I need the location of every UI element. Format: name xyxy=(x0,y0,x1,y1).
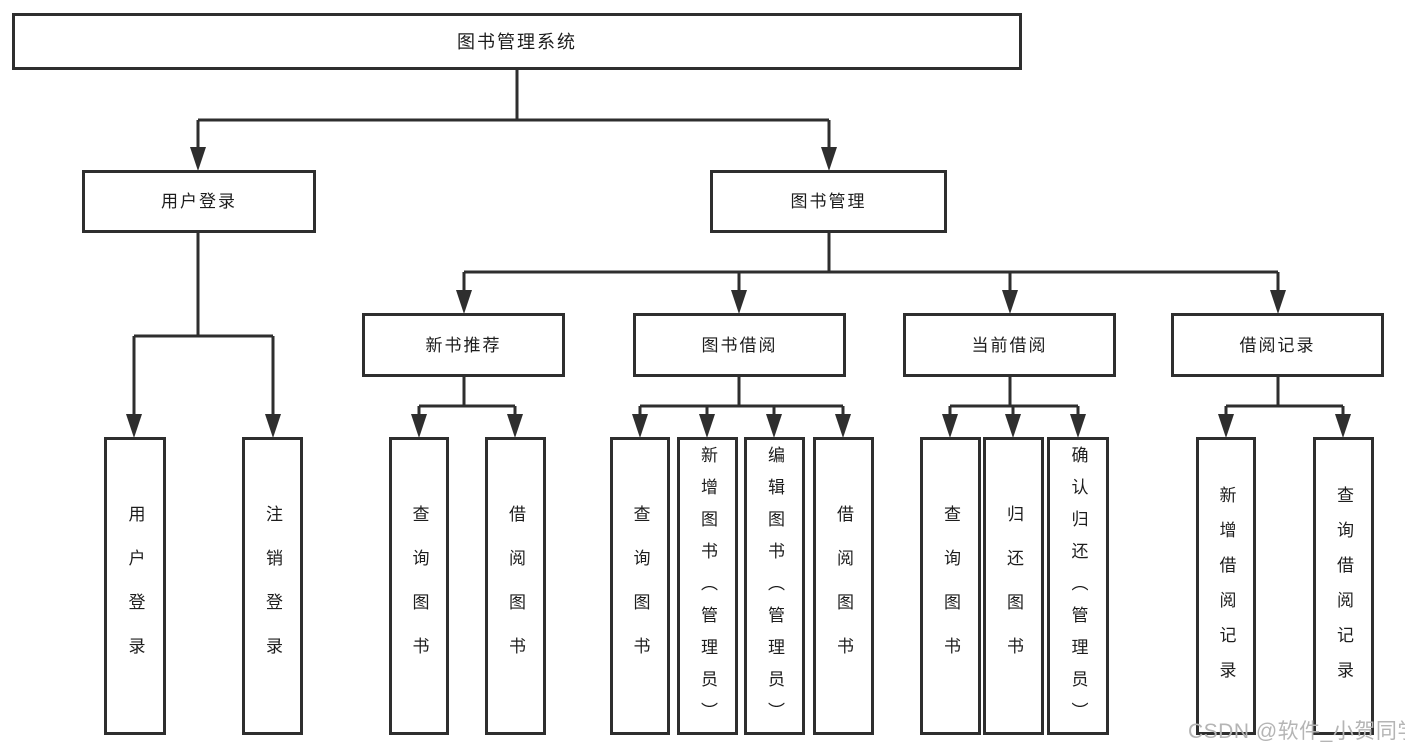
arrow-head-icon xyxy=(1002,290,1018,314)
arrow-head-icon xyxy=(1218,414,1234,438)
node-borrow-records: 借阅记录 xyxy=(1171,313,1384,377)
watermark: CSDN @软件_小贺同学 xyxy=(1188,720,1405,743)
node-root: 图书管理系统 xyxy=(12,13,1022,70)
node-label: 确认归还（管理员） xyxy=(1068,446,1088,734)
node-label: 当前借阅 xyxy=(971,335,1048,355)
node-label: 查询借阅记录 xyxy=(1334,485,1353,696)
node-leaf-borrow-books-recommend: 借阅图书 xyxy=(485,437,546,735)
node-leaf-return-books: 归还图书 xyxy=(983,437,1044,735)
node-leaf-query-books-recommend: 查询图书 xyxy=(389,437,449,735)
arrow-head-icon xyxy=(835,414,851,438)
node-label: 用户登录 xyxy=(125,505,145,681)
node-user-login-module: 用户登录 xyxy=(82,170,316,233)
arrow-head-icon xyxy=(632,414,648,438)
arrow-head-icon xyxy=(1005,414,1021,438)
arrow-head-icon xyxy=(190,147,206,171)
arrow-head-icon xyxy=(766,414,782,438)
arrow-head-icon xyxy=(731,290,747,314)
node-leaf-query-books-borrow: 查询图书 xyxy=(610,437,670,735)
node-leaf-borrow-books-borrow: 借阅图书 xyxy=(813,437,874,735)
node-label: 新增图书（管理员） xyxy=(698,446,717,734)
arrow-head-icon xyxy=(1335,414,1351,438)
arrow-head-icon xyxy=(265,414,281,438)
arrow-head-icon xyxy=(507,414,523,438)
node-label: 查询图书 xyxy=(630,505,650,681)
node-leaf-add-borrow-record: 新增借阅记录 xyxy=(1196,437,1256,735)
node-label: 图书管理系统 xyxy=(457,31,577,52)
node-leaf-query-borrow-record: 查询借阅记录 xyxy=(1313,437,1374,735)
node-book-borrow: 图书借阅 xyxy=(633,313,846,377)
node-leaf-edit-books-admin: 编辑图书（管理员） xyxy=(744,437,805,735)
node-label: 编辑图书（管理员） xyxy=(765,446,784,734)
node-leaf-query-books-current: 查询图书 xyxy=(920,437,981,735)
node-label: 新书推荐 xyxy=(425,335,502,355)
node-label: 查询图书 xyxy=(941,505,960,681)
node-label: 图书管理 xyxy=(790,192,867,211)
node-label: 图书借阅 xyxy=(701,335,778,355)
arrow-head-icon xyxy=(126,414,142,438)
node-label: 新增借阅记录 xyxy=(1216,485,1236,696)
arrow-head-icon xyxy=(699,414,715,438)
arrow-head-icon xyxy=(821,147,837,171)
node-label: 借阅记录 xyxy=(1239,335,1316,355)
node-leaf-confirm-return-admin: 确认归还（管理员） xyxy=(1047,437,1109,735)
node-label: 用户登录 xyxy=(161,192,237,211)
node-label: 查询图书 xyxy=(409,505,429,681)
node-leaf-logout: 注销登录 xyxy=(242,437,303,735)
node-current-borrow: 当前借阅 xyxy=(903,313,1116,377)
node-new-book-recommend: 新书推荐 xyxy=(362,313,565,377)
arrow-head-icon xyxy=(1270,290,1286,314)
arrow-head-icon xyxy=(411,414,427,438)
node-book-management-module: 图书管理 xyxy=(710,170,947,233)
node-label: 借阅图书 xyxy=(834,505,853,681)
node-label: 注销登录 xyxy=(263,505,282,681)
arrow-head-icon xyxy=(456,290,472,314)
arrow-head-icon xyxy=(1070,414,1086,438)
node-leaf-add-books-admin: 新增图书（管理员） xyxy=(677,437,738,735)
node-label: 借阅图书 xyxy=(506,505,525,681)
node-leaf-user-login: 用户登录 xyxy=(104,437,166,735)
arrow-head-icon xyxy=(942,414,958,438)
node-label: 归还图书 xyxy=(1004,505,1023,681)
